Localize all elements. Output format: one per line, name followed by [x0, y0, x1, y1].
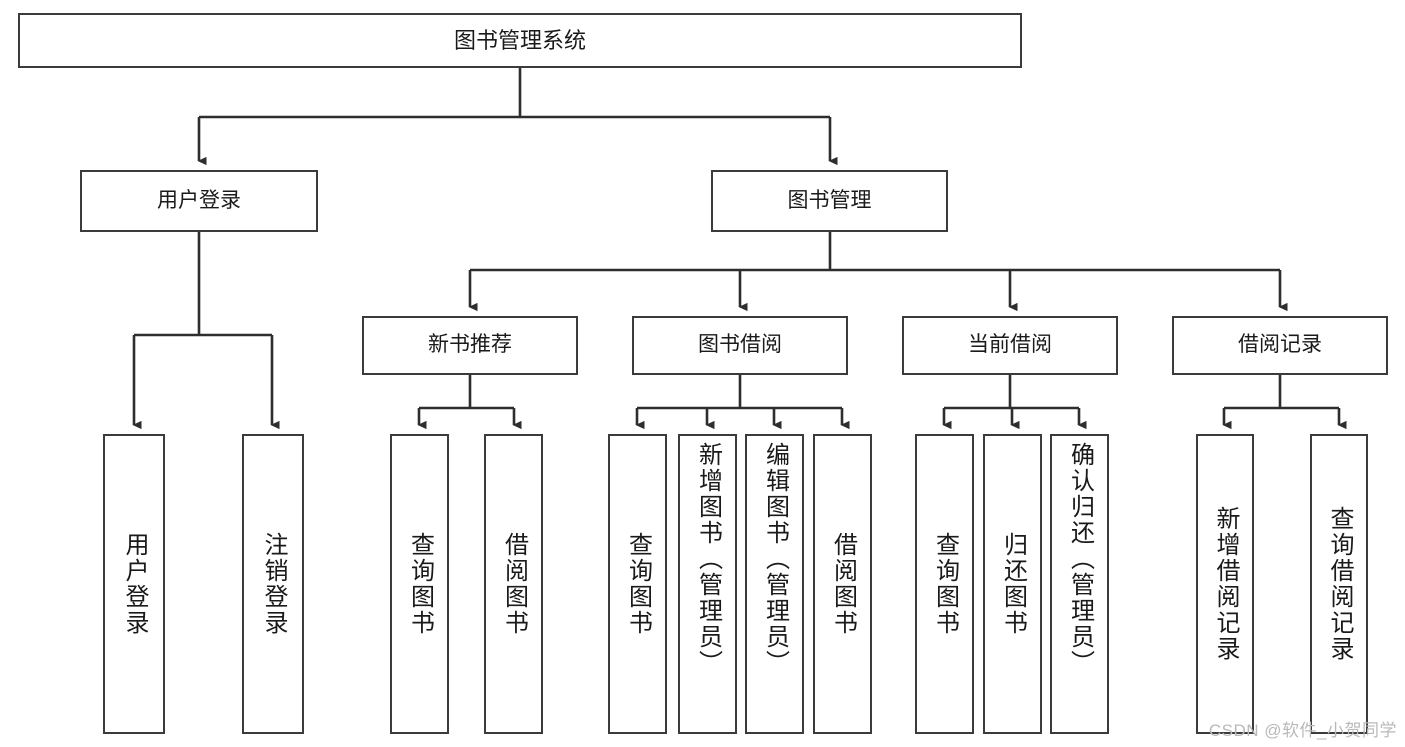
node-label: 用户登录: [121, 532, 148, 636]
node-label: 图书管理系统: [453, 27, 586, 53]
leaf-query-borrow-record[interactable]: 查询借阅记录: [1310, 434, 1368, 734]
node-label: 查询图书: [931, 532, 959, 636]
node-label: 借阅记录: [1238, 333, 1322, 357]
node-label: 借阅图书: [829, 532, 857, 636]
leaf-book-borrow-query[interactable]: 查询图书: [608, 434, 667, 734]
node-book-borrow[interactable]: 图书借阅: [632, 316, 848, 375]
node-new-book-recommend[interactable]: 新书推荐: [362, 316, 578, 375]
leaf-book-borrow-action[interactable]: 借阅图书: [813, 434, 872, 734]
leaf-add-borrow-record[interactable]: 新增借阅记录: [1196, 434, 1254, 734]
leaf-book-edit-admin[interactable]: 编辑图书（管理员）: [745, 434, 804, 734]
leaf-return-book[interactable]: 归还图书: [983, 434, 1042, 734]
node-label: 新书推荐: [428, 333, 512, 357]
node-book-management[interactable]: 图书管理: [711, 170, 948, 232]
node-label: 新增借阅记录: [1212, 506, 1239, 662]
leaf-new-book-query[interactable]: 查询图书: [390, 434, 449, 734]
node-user-login[interactable]: 用户登录: [80, 170, 318, 232]
node-label: 编辑图书（管理员）: [761, 442, 789, 676]
leaf-confirm-return-admin[interactable]: 确认归还（管理员）: [1050, 434, 1109, 734]
node-label: 归还图书: [999, 532, 1027, 636]
leaf-user-logout[interactable]: 注销登录: [242, 434, 304, 734]
node-label: 查询图书: [406, 532, 434, 636]
leaf-new-book-borrow[interactable]: 借阅图书: [484, 434, 543, 734]
node-label: 注销登录: [260, 532, 287, 636]
node-label: 当前借阅: [968, 333, 1052, 357]
node-root-library-system[interactable]: 图书管理系统: [18, 13, 1022, 68]
csdn-watermark: CSDN @软件_小贺同学: [1208, 721, 1397, 740]
node-label: 用户登录: [157, 188, 241, 212]
node-borrow-record[interactable]: 借阅记录: [1172, 316, 1388, 375]
leaf-user-login[interactable]: 用户登录: [103, 434, 165, 734]
node-label: 确认归还（管理员）: [1066, 442, 1094, 676]
node-label: 新增图书（管理员）: [694, 442, 722, 676]
leaf-current-borrow-query[interactable]: 查询图书: [915, 434, 974, 734]
leaf-book-add-admin[interactable]: 新增图书（管理员）: [678, 434, 737, 734]
node-label: 图书借阅: [698, 333, 782, 357]
node-label: 查询借阅记录: [1326, 506, 1353, 662]
node-current-borrow[interactable]: 当前借阅: [902, 316, 1118, 375]
node-label: 图书管理: [787, 188, 872, 212]
node-label: 借阅图书: [500, 532, 528, 636]
node-label: 查询图书: [624, 532, 652, 636]
